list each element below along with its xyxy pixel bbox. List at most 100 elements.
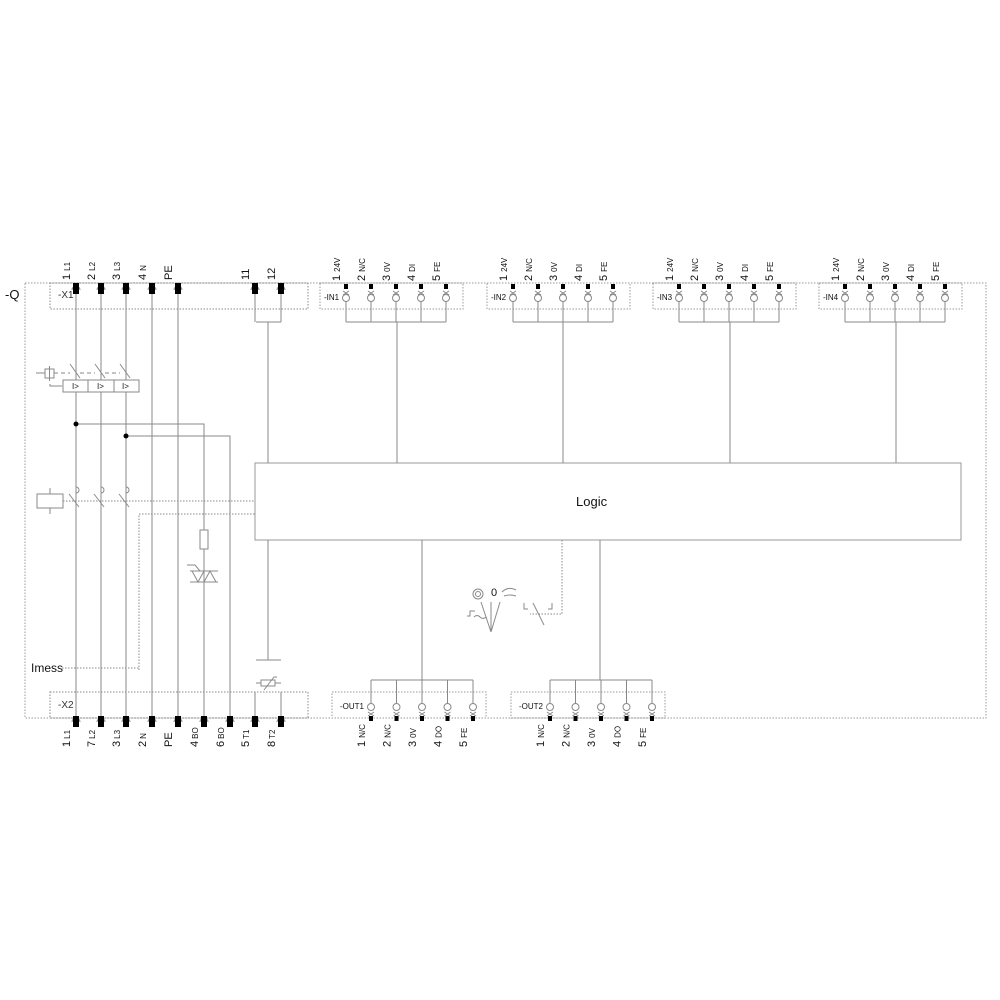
input-pin[interactable] bbox=[344, 284, 348, 289]
input-pin[interactable] bbox=[369, 284, 373, 289]
input-pin[interactable] bbox=[943, 284, 947, 289]
x2-strip-box bbox=[49, 691, 309, 719]
output-pin-label: 1N/C bbox=[356, 724, 368, 747]
terminal-x2[interactable] bbox=[149, 716, 155, 727]
input-pin-label: 5FE bbox=[598, 262, 610, 281]
terminal-x1[interactable] bbox=[252, 283, 258, 294]
contactor-coil bbox=[36, 493, 64, 509]
input-pin-label: 4DI bbox=[739, 264, 751, 281]
input-pin-label: 2N/C bbox=[855, 258, 867, 281]
terminal-label-x2: 7L2 bbox=[86, 729, 98, 747]
output-pin-label: 2N/C bbox=[382, 724, 394, 747]
terminal-x2[interactable] bbox=[227, 716, 233, 727]
input-module-label: -IN1 bbox=[324, 293, 340, 302]
terminal-x2[interactable] bbox=[73, 716, 79, 727]
input-pin-label: 5FE bbox=[930, 262, 942, 281]
terminal-x2[interactable] bbox=[278, 716, 284, 727]
terminal-label-x1: 3L3 bbox=[111, 261, 123, 280]
breaker-trip-box bbox=[62, 379, 140, 393]
terminal-x1[interactable] bbox=[73, 283, 79, 294]
terminal-x1[interactable] bbox=[278, 283, 284, 294]
terminal-label-x2: 4BO bbox=[189, 727, 201, 747]
output-pin[interactable] bbox=[471, 716, 475, 721]
junction-dot bbox=[123, 433, 129, 439]
terminal-label-x2: 5T1 bbox=[240, 729, 252, 747]
trip-label: I> bbox=[72, 382, 79, 391]
input-pin[interactable] bbox=[777, 284, 781, 289]
terminal-label-x2: 6BO bbox=[215, 727, 227, 747]
input-pin[interactable] bbox=[843, 284, 847, 289]
terminal-label-x2: 1L1 bbox=[61, 729, 73, 747]
output-module-label: -OUT1 bbox=[340, 702, 365, 711]
output-pin-label: 5FE bbox=[458, 728, 470, 747]
input-pin-label: 124V bbox=[664, 257, 676, 281]
output-pin[interactable] bbox=[369, 716, 373, 721]
terminal-x2[interactable] bbox=[201, 716, 207, 727]
input-module-box bbox=[818, 282, 963, 310]
output-pin[interactable] bbox=[548, 716, 552, 721]
output-pin[interactable] bbox=[445, 716, 450, 721]
input-pin-label: 124V bbox=[331, 257, 343, 281]
input-pin[interactable] bbox=[727, 284, 731, 289]
fuse bbox=[199, 529, 209, 550]
output-pin[interactable] bbox=[573, 716, 578, 721]
input-pin-label: 30V bbox=[714, 261, 726, 281]
output-pin[interactable] bbox=[650, 716, 654, 721]
terminal-label-x2: 3L3 bbox=[111, 729, 123, 747]
trip-label: I> bbox=[97, 382, 104, 391]
terminal-x2[interactable] bbox=[123, 716, 129, 727]
input-pin[interactable] bbox=[611, 284, 615, 289]
terminal-x1[interactable] bbox=[175, 283, 181, 294]
input-pin-label: 5FE bbox=[764, 262, 776, 281]
trip-label: I> bbox=[122, 382, 129, 391]
terminal-label-x2: PE bbox=[163, 732, 175, 747]
output-pin-label: 30V bbox=[586, 727, 598, 747]
input-pin[interactable] bbox=[419, 284, 423, 289]
output-pin[interactable] bbox=[624, 716, 629, 721]
terminal-label-x1: 1L1 bbox=[61, 261, 73, 280]
input-pin-label: 4DI bbox=[905, 264, 917, 281]
terminal-label-x1: PE bbox=[163, 265, 175, 280]
terminal-label-x2: 2N bbox=[137, 733, 149, 747]
input-pin[interactable] bbox=[918, 284, 922, 289]
input-pin-label: 30V bbox=[880, 261, 892, 281]
selector-zero-label: 0 bbox=[491, 587, 498, 599]
input-pin[interactable] bbox=[893, 284, 897, 289]
terminal-label-x1: 4N bbox=[137, 265, 149, 280]
input-pin-label: 5FE bbox=[431, 262, 443, 281]
input-pin[interactable] bbox=[702, 284, 706, 289]
input-pin-label: 2N/C bbox=[689, 258, 701, 281]
input-module-label: -IN4 bbox=[823, 293, 839, 302]
input-pin[interactable] bbox=[677, 284, 681, 289]
input-pin-label: 4DI bbox=[573, 264, 585, 281]
input-pin-label: 124V bbox=[830, 257, 842, 281]
output-pin[interactable] bbox=[599, 716, 603, 721]
input-pin[interactable] bbox=[444, 284, 448, 289]
input-module-box bbox=[652, 282, 797, 310]
imess-label: Imess bbox=[31, 661, 64, 675]
output-pin-label: 4DO bbox=[433, 726, 445, 747]
terminal-x1[interactable] bbox=[123, 283, 129, 294]
input-pin[interactable] bbox=[868, 284, 872, 289]
output-pin[interactable] bbox=[420, 716, 424, 721]
terminal-x2[interactable] bbox=[98, 716, 104, 727]
input-pin[interactable] bbox=[536, 284, 540, 289]
terminal-x1[interactable] bbox=[149, 283, 155, 294]
input-module-box bbox=[319, 282, 464, 310]
output-pin[interactable] bbox=[394, 716, 399, 721]
terminal-x2[interactable] bbox=[252, 716, 258, 727]
input-pin[interactable] bbox=[561, 284, 565, 289]
input-pin[interactable] bbox=[752, 284, 756, 289]
input-pin[interactable] bbox=[586, 284, 590, 289]
input-pin-label: 4DI bbox=[406, 264, 418, 281]
input-pin-label: 30V bbox=[381, 261, 393, 281]
input-pin[interactable] bbox=[511, 284, 515, 289]
input-pin[interactable] bbox=[394, 284, 398, 289]
logic-label: Logic bbox=[576, 494, 608, 509]
terminal-x1[interactable] bbox=[98, 283, 104, 294]
input-pin-label: 30V bbox=[548, 261, 560, 281]
terminal-x2[interactable] bbox=[175, 716, 181, 727]
junction-dot bbox=[73, 421, 79, 427]
x2-label: -X2 bbox=[58, 700, 74, 711]
